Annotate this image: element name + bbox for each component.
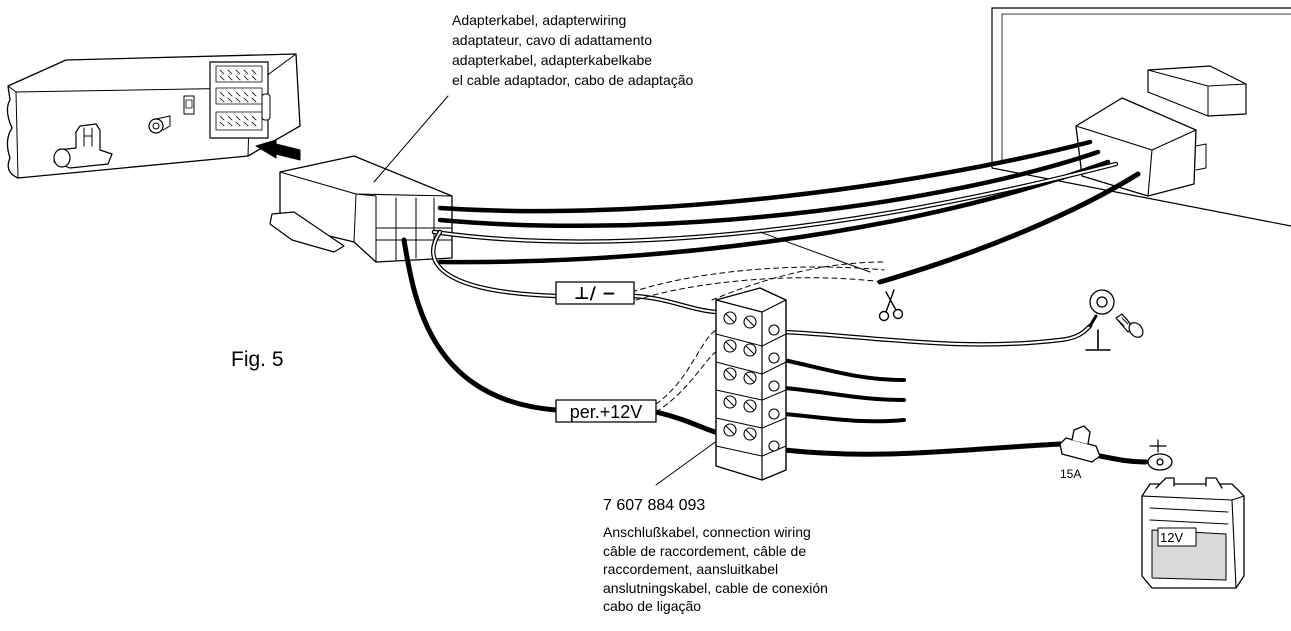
figure-label: Fig. 5 [231,348,284,371]
battery-voltage-label: 12V [1160,530,1183,545]
adapter-wires [373,95,1149,486]
fuse-holder-icon: 15A [1059,425,1101,481]
adapter-label-line: el cable adaptador, cabo de adaptação [452,72,694,88]
battery-icon: 12V [1141,477,1245,589]
ground-symbol-icon [1085,329,1111,351]
permanent-plus-tag: per.+12V [555,399,657,423]
adapter-connector [269,155,453,263]
radio-unit [6,53,301,179]
part-number: 7 607 884 093 [603,497,706,514]
terminal-block [715,287,787,481]
connection-wiring-label: Anschlußkabel, connection wiring câble d… [603,523,828,616]
adapter-label-line: Adapterkabel, adapterwiring [452,12,627,28]
fuse-rating-label: 15A [1060,467,1081,481]
battery-ring-terminal-icon [1138,439,1173,471]
permanent-plus-label: per.+12V [570,402,643,422]
connection-label-line: anslutningskabel, cable de conexión [603,579,828,596]
ground-tag-label: ⊥/ − [574,284,616,304]
connection-label-line: raccordement, aansluitkabel [603,561,779,577]
screw-icon [1115,313,1144,338]
ground-tag: ⊥/ − [555,281,635,305]
insertion-arrow-icon [255,139,301,161]
adapter-label-line: adaptateur, cavo di adattamento [452,32,653,48]
adapter-label-line: adapterkabel, adapterkabelkabe [452,52,653,68]
scissors-icon [878,289,904,322]
vehicle-connector [991,7,1291,227]
connection-label-line: cabo de ligação [603,598,702,614]
adapter-cable-label: Adapterkabel, adapterwiring adaptateur, … [452,10,693,90]
connection-label-line: câble de raccordement, câble de [603,542,807,559]
ring-terminal-icon [1088,289,1115,328]
connection-label-line: Anschlußkabel, connection wiring [603,524,811,540]
